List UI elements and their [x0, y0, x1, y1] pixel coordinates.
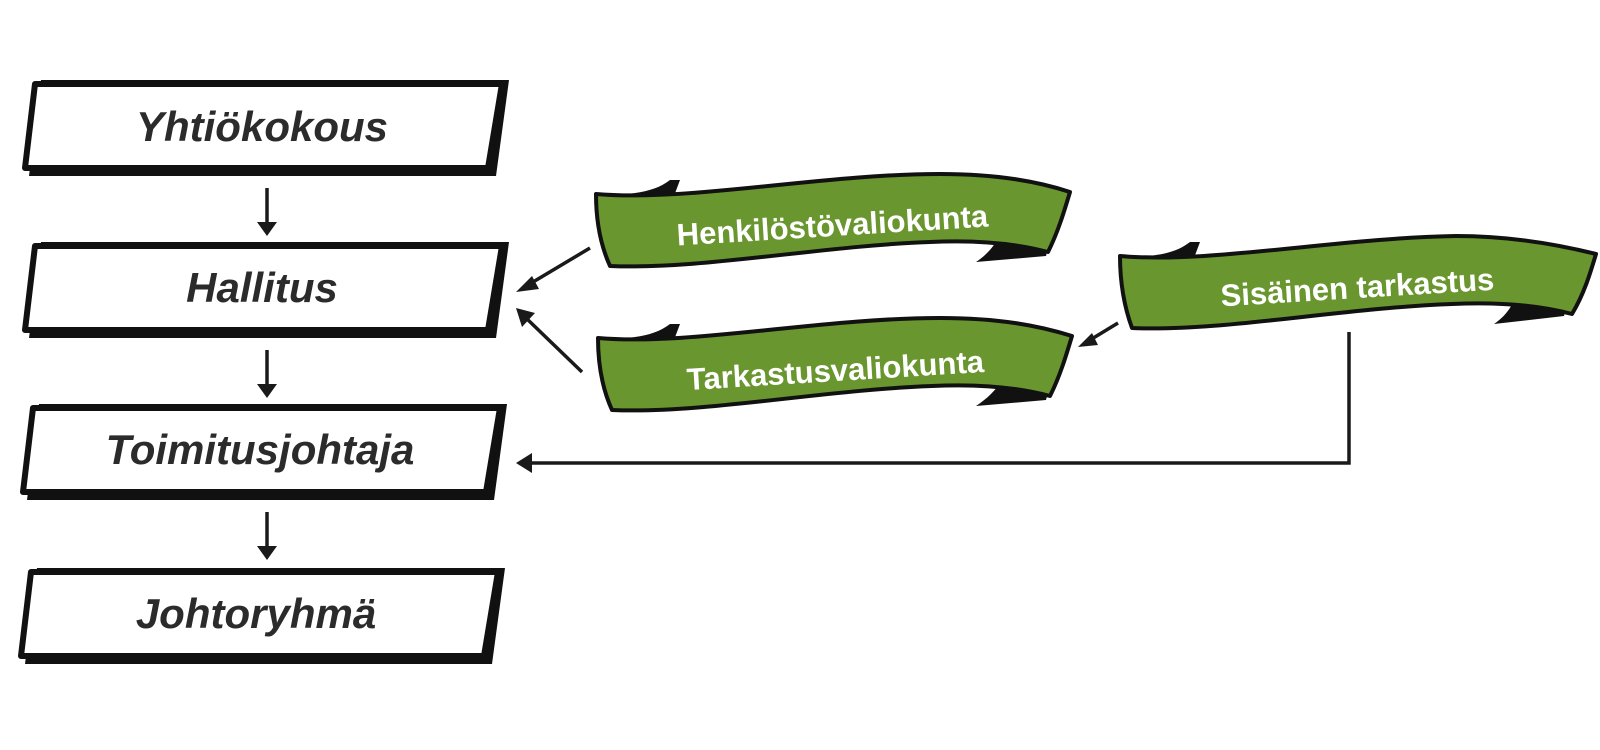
arrow-internal-audit-to-audit-committee [1078, 321, 1119, 347]
arrow-shareholders-to-board [257, 188, 277, 236]
box-label-shareholders-meeting: Yhtiökokous [136, 103, 388, 150]
arrow-internal-audit-to-ceo [516, 332, 1351, 473]
arrow-audit-committee-to-board [516, 308, 584, 374]
arrow-board-to-ceo [257, 350, 277, 398]
banner-audit-committee: Tarkastusvaliokunta [596, 316, 1074, 413]
box-shareholders-meeting: Yhtiökokous [22, 80, 509, 176]
banner-personnel-committee: Henkilöstövaliokunta [594, 172, 1072, 269]
box-ceo: Toimitusjohtaja [20, 404, 507, 500]
box-label-ceo: Toimitusjohtaja [106, 426, 415, 473]
box-board: Hallitus [22, 242, 509, 338]
arrow-personnel-committee-to-board [516, 246, 591, 292]
arrow-ceo-to-management [257, 512, 277, 560]
box-label-management-team: Johtoryhmä [136, 590, 376, 637]
box-label-board: Hallitus [186, 264, 338, 311]
banner-internal-audit: Sisäinen tarkastus [1118, 234, 1598, 331]
box-management-team: Johtoryhmä [18, 568, 505, 664]
